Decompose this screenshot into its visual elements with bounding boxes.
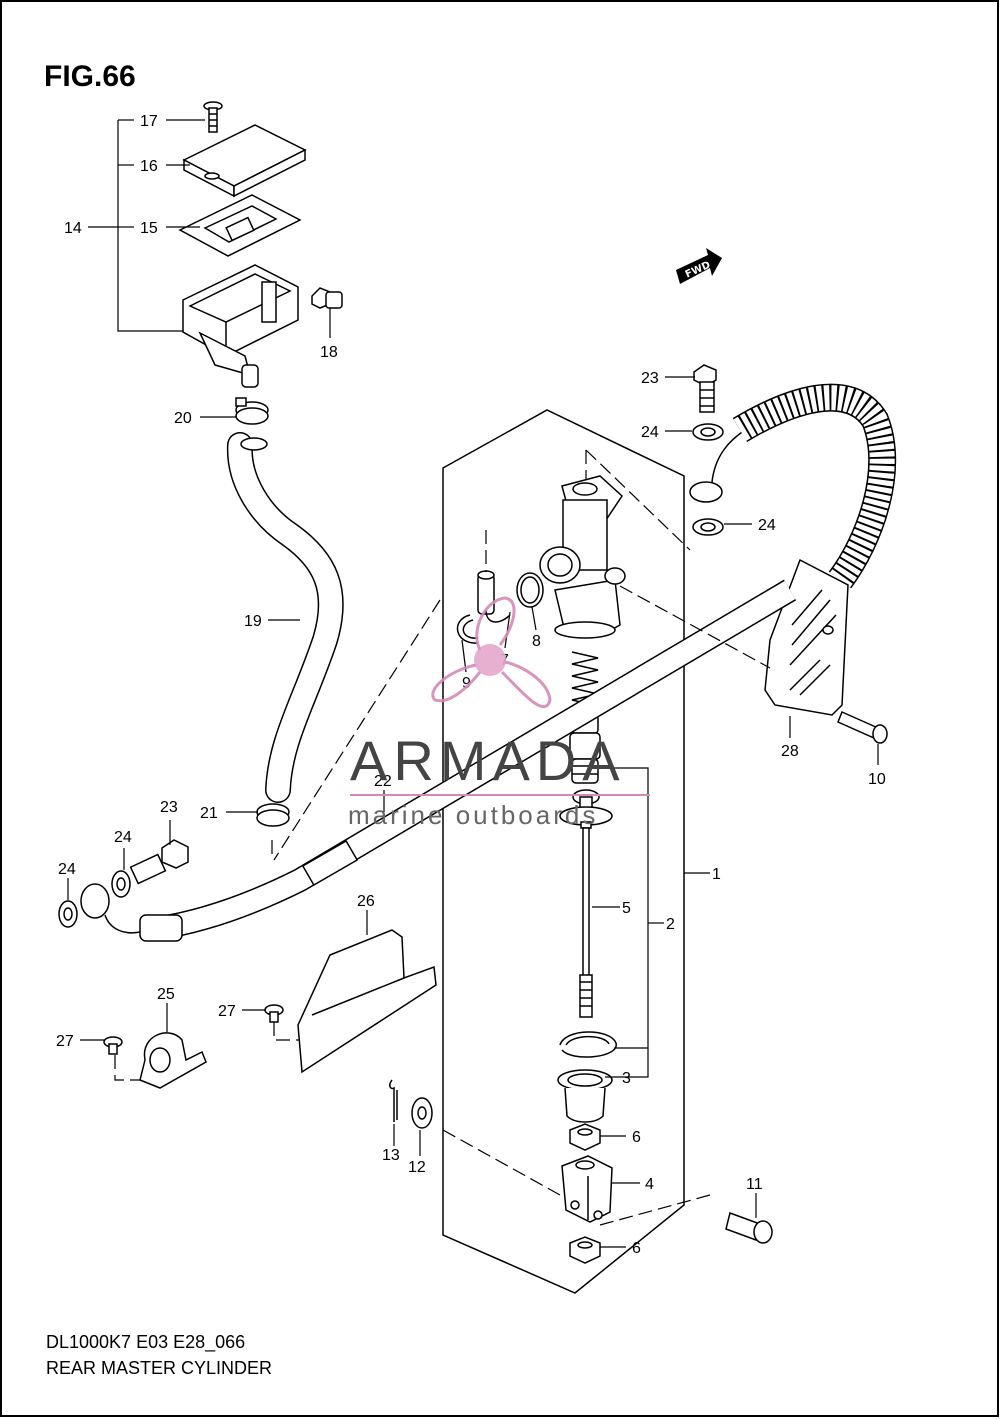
hose-joint xyxy=(477,570,511,623)
callout-11: 11 xyxy=(746,1176,763,1193)
callout-28: 28 xyxy=(781,743,799,760)
callout-19: 19 xyxy=(244,613,262,630)
lower-washer-a xyxy=(111,870,131,898)
callout-labels: 17 16 14 15 18 20 19 23 24 24 8 7 9 28 1… xyxy=(56,113,886,1257)
upper-washer-b xyxy=(692,518,724,536)
figure-title: FIG.66 xyxy=(44,60,136,93)
master-cylinder-body xyxy=(539,475,626,639)
callout-27-holder: 27 xyxy=(56,1033,74,1050)
reservoir-body xyxy=(182,264,299,388)
model-code: DL1000K7 E03 E28_066 xyxy=(46,1332,246,1352)
callout-17: 17 xyxy=(140,113,158,130)
push-rod xyxy=(559,789,613,1018)
callout-9: 9 xyxy=(462,675,471,692)
callout-4: 4 xyxy=(645,1176,654,1193)
callout-21: 21 xyxy=(200,805,218,822)
rubber-boot xyxy=(557,1069,613,1123)
fwd-arrow-icon: FWD xyxy=(676,248,722,284)
clevis-joint xyxy=(561,1155,613,1223)
figure-caption: REAR MASTER CYLINDER xyxy=(46,1358,273,1378)
callout-24-upper-a: 24 xyxy=(641,424,659,441)
upper-washer-a xyxy=(692,423,724,441)
hose-clamp-lower xyxy=(256,803,290,827)
hose-end-top xyxy=(240,437,268,451)
reservoir-bolt xyxy=(311,287,343,309)
callout-2: 2 xyxy=(666,916,675,933)
callout-27-cover: 27 xyxy=(218,1003,236,1020)
upper-banjo-fitting xyxy=(689,429,746,503)
callout-16: 16 xyxy=(140,158,158,175)
clevis-pin xyxy=(725,1212,773,1244)
assembly-outline xyxy=(442,409,685,1294)
callout-23-upper: 23 xyxy=(641,370,659,387)
alignment-lines xyxy=(114,449,771,1226)
lock-nut-lower xyxy=(569,1236,601,1264)
reservoir-cap-screw xyxy=(203,101,223,133)
joint-o-ring xyxy=(516,572,544,608)
cover-screw xyxy=(264,1004,284,1023)
reservoir-cap xyxy=(182,124,307,198)
callout-5: 5 xyxy=(622,900,631,917)
leader-lines xyxy=(67,119,879,1248)
cotter-pin xyxy=(389,1079,398,1122)
callout-1: 1 xyxy=(712,866,721,883)
reservoir-cover xyxy=(297,929,437,1074)
watermark-tagline: marine outboards xyxy=(348,800,599,830)
callout-8: 8 xyxy=(532,633,541,650)
upper-banjo-bolt xyxy=(693,364,717,413)
callout-12: 12 xyxy=(408,1159,426,1176)
plain-washer xyxy=(411,1097,433,1129)
callout-13: 13 xyxy=(382,1147,400,1164)
callout-6-lower: 6 xyxy=(632,1240,641,1257)
watermark-name: ARMADA xyxy=(350,729,626,792)
joint-circlip xyxy=(456,614,479,644)
lower-banjo-bolt xyxy=(129,839,189,885)
callout-20: 20 xyxy=(174,410,192,427)
lower-banjo-fitting xyxy=(80,883,183,942)
propeller-logo-icon xyxy=(431,596,552,708)
callout-15: 15 xyxy=(140,220,158,237)
watermark-divider xyxy=(350,794,650,796)
holder-screw xyxy=(103,1036,123,1055)
push-rod-circlip xyxy=(559,1031,617,1058)
lower-washer-b xyxy=(58,900,78,928)
reservoir-diaphragm xyxy=(178,194,302,257)
callout-26: 26 xyxy=(357,893,375,910)
hose-clamp-upper xyxy=(235,397,269,425)
lock-nut-upper xyxy=(569,1123,601,1151)
callout-18: 18 xyxy=(320,344,338,361)
callout-24-lower-a: 24 xyxy=(114,829,132,846)
callout-3: 3 xyxy=(622,1070,631,1087)
callout-14: 14 xyxy=(64,220,82,237)
callout-10: 10 xyxy=(868,771,886,788)
hose-protector xyxy=(301,839,359,887)
callout-23-lower: 23 xyxy=(160,799,178,816)
hose-holder-clamp xyxy=(139,1032,207,1089)
callout-24-upper-b: 24 xyxy=(758,517,776,534)
brake-hose-guard xyxy=(764,558,849,716)
callout-22: 22 xyxy=(374,773,392,790)
callout-6-upper: 6 xyxy=(632,1129,641,1146)
callout-24-lower-b: 24 xyxy=(58,861,76,878)
guard-screw xyxy=(837,710,888,744)
callout-25: 25 xyxy=(157,986,175,1003)
